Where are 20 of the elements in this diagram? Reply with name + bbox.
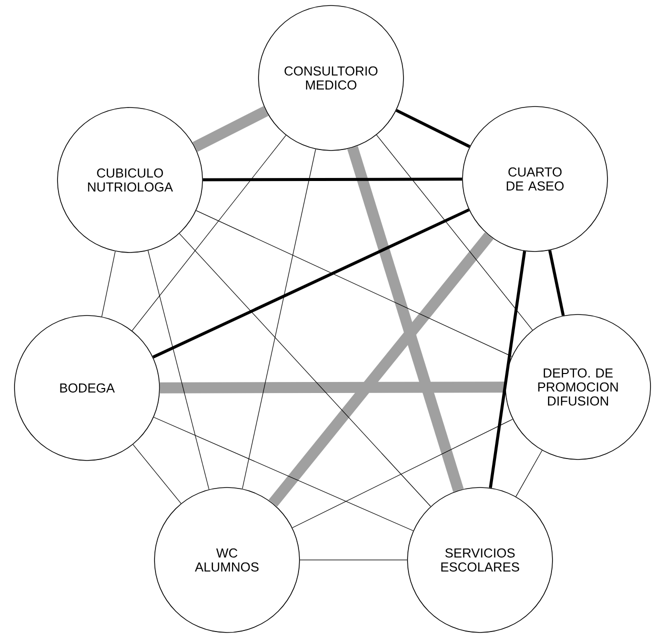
connector-line xyxy=(101,251,116,317)
connector-line xyxy=(132,134,286,331)
connector-line xyxy=(548,250,565,316)
hatched-band xyxy=(347,146,464,492)
hatched-band xyxy=(160,382,506,394)
connector-line xyxy=(152,208,470,359)
connector-line xyxy=(196,210,512,357)
hatched-band xyxy=(268,232,494,507)
connector-line xyxy=(488,250,526,488)
connector-line xyxy=(292,418,513,528)
connector-line xyxy=(179,233,431,507)
connector-line xyxy=(132,444,182,504)
connector-line xyxy=(516,450,542,497)
hatched-band xyxy=(192,106,268,152)
connector-line xyxy=(376,134,533,330)
connector-line xyxy=(396,109,470,148)
connector-line xyxy=(148,250,210,490)
connector-line xyxy=(153,416,414,532)
connector-line xyxy=(242,148,316,490)
connector-line xyxy=(202,178,462,182)
